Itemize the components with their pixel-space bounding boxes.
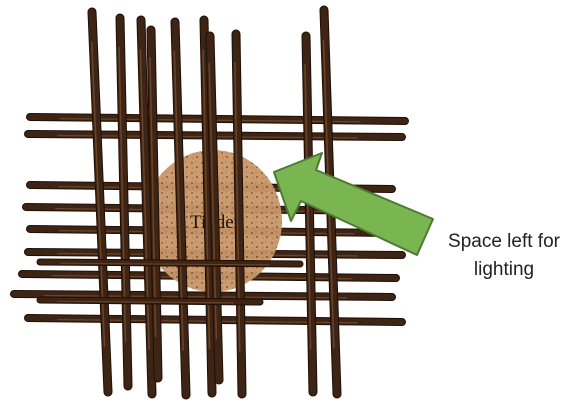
vertical-stick bbox=[305, 36, 313, 392]
vertical-stick bbox=[119, 18, 128, 386]
vertical-stick bbox=[235, 34, 242, 394]
pointer-arrow bbox=[274, 153, 433, 255]
vertical-stick bbox=[92, 12, 108, 392]
callout-line-1: Space left for bbox=[424, 228, 584, 256]
horizontal-stick bbox=[30, 117, 405, 122]
horizontal-stick bbox=[40, 300, 260, 303]
vertical-stick bbox=[174, 22, 186, 395]
callout-line-2: lighting bbox=[424, 256, 584, 284]
callout-text: Space left for lighting bbox=[424, 228, 584, 284]
horizontal-stick bbox=[40, 262, 300, 265]
